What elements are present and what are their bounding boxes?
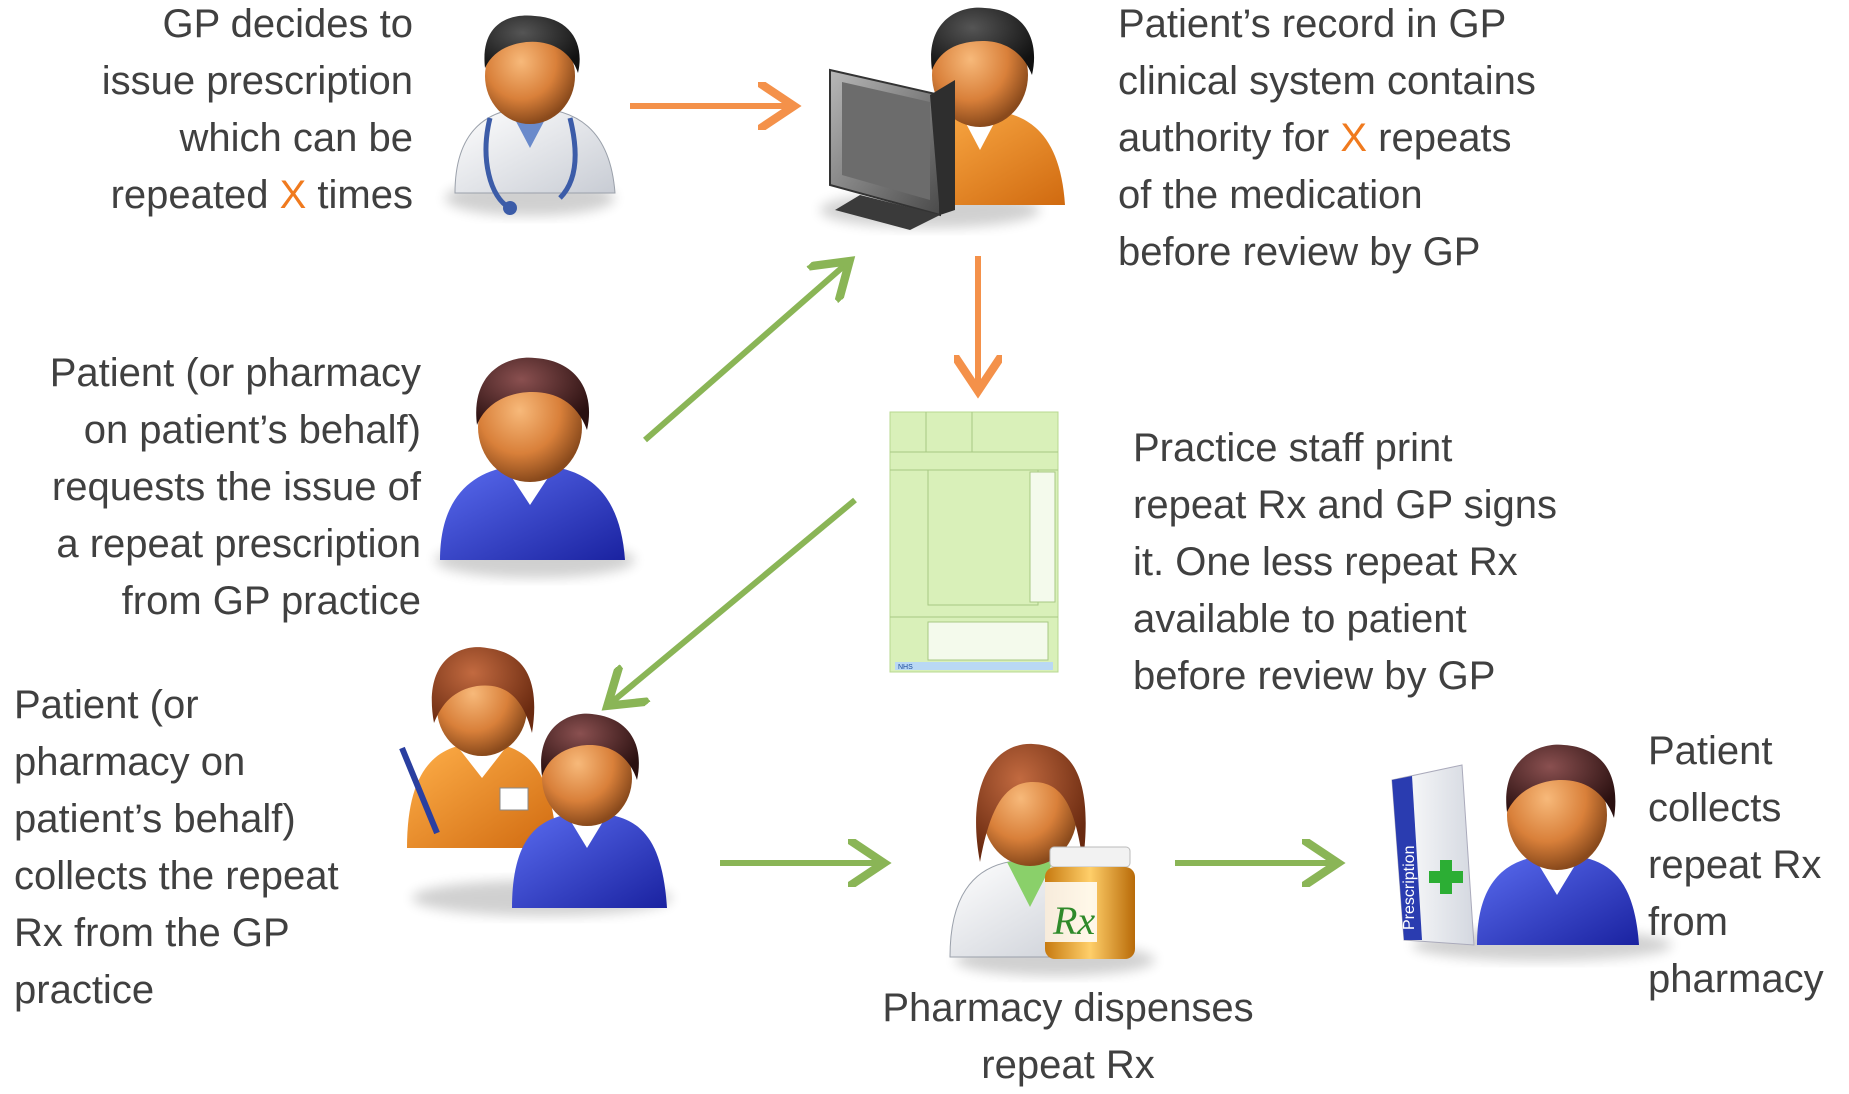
gp-decides-line1: GP decides to [162,2,413,46]
patient-collects-rx-line1: Patient (or [14,683,199,727]
step-patient-collects-pharmacy-text: Patient collects repeat Rx from pharmacy [1648,723,1848,1008]
practice-prints-line4: available to patient [1133,597,1467,641]
gp-decides-line4: repeated X times [40,167,413,224]
patient-record-line2: clinical system contains [1118,59,1536,103]
gp-decides-line4-pre: repeated [110,173,280,217]
practice-prints-line1: Practice staff print [1133,426,1453,470]
prescription-form-icon: NHS [889,411,1059,673]
arrow-request-to-record [643,265,845,443]
patient-record-line4: of the medication [1118,173,1423,217]
patient-collects-rx-line4: collects the repeat [14,854,339,898]
form-brand: NHS [898,664,913,671]
patient-record-line5: before review by GP [1118,230,1481,274]
gp-decides-line2: issue prescription [101,59,413,103]
patient-record-line3-post: repeats [1367,116,1512,160]
step-patient-collects-rx-text: Patient (or pharmacy on patient’s behalf… [14,677,394,1019]
computer-user-icon [820,7,1065,230]
patient-collects-pharmacy-line1: Patient [1648,729,1773,773]
patient-collects-pharmacy-line4: from [1648,900,1728,944]
patient-collects-pharmacy-line5: pharmacy [1648,957,1824,1001]
patient-requests-line4: a repeat prescription [56,522,421,566]
pharmacy-dispenses-line1: Pharmacy dispenses [882,986,1254,1030]
practice-prints-line2: repeat Rx and GP signs [1133,483,1557,527]
prescription-bag-patient-icon: Prescription [1391,744,1672,961]
patient-record-line3: authority for X repeats [1118,110,1618,167]
patient-record-x-highlight: X [1340,116,1368,160]
practice-prints-line3: it. One less repeat Rx [1133,540,1518,584]
step-patient-requests-text: Patient (or pharmacy on patient’s behalf… [0,345,421,630]
gp-decides-line3: which can be [179,116,413,160]
patient-requests-line1: Patient (or pharmacy [49,351,421,395]
staff-and-patient-icon [399,647,672,916]
patient-record-line3-pre: authority for [1118,116,1341,160]
patient-icon [435,357,635,578]
patient-collects-pharmacy-line3: repeat Rx [1648,843,1822,887]
patient-requests-line2: on patient’s behalf) [83,408,421,452]
patient-collects-rx-line3: patient’s behalf) [14,797,296,841]
patient-collects-pharmacy-line2: collects [1648,786,1782,830]
patient-collects-rx-line6: practice [14,968,155,1012]
gp-decides-x-highlight: X [279,173,307,217]
doctor-stethoscope-icon [445,15,616,216]
patient-collects-rx-line2: pharmacy on [14,740,246,784]
practice-prints-line5: before review by GP [1133,654,1496,698]
pharmacist-icon: Rx [949,743,1155,976]
arrow-form-to-collect [612,497,857,702]
step-gp-decides-text: GP decides to issue prescription which c… [40,0,413,224]
bag-label: Prescription [1401,846,1418,930]
pharmacy-dispenses-line2: repeat Rx [981,1043,1155,1087]
step-practice-prints-text: Practice staff print repeat Rx and GP si… [1133,420,1653,705]
gp-decides-line4-post: times [306,173,413,217]
patient-requests-line5: from GP practice [121,579,421,623]
step-pharmacy-dispenses-text: Pharmacy dispenses repeat Rx [848,980,1288,1094]
step-patient-record-text: Patient’s record in GP clinical system c… [1118,0,1618,281]
patient-collects-rx-line5: Rx from the GP [14,911,290,955]
patient-record-line1: Patient’s record in GP [1118,2,1507,46]
bottle-label: Rx [1052,898,1095,943]
patient-requests-line3: requests the issue of [51,465,421,509]
